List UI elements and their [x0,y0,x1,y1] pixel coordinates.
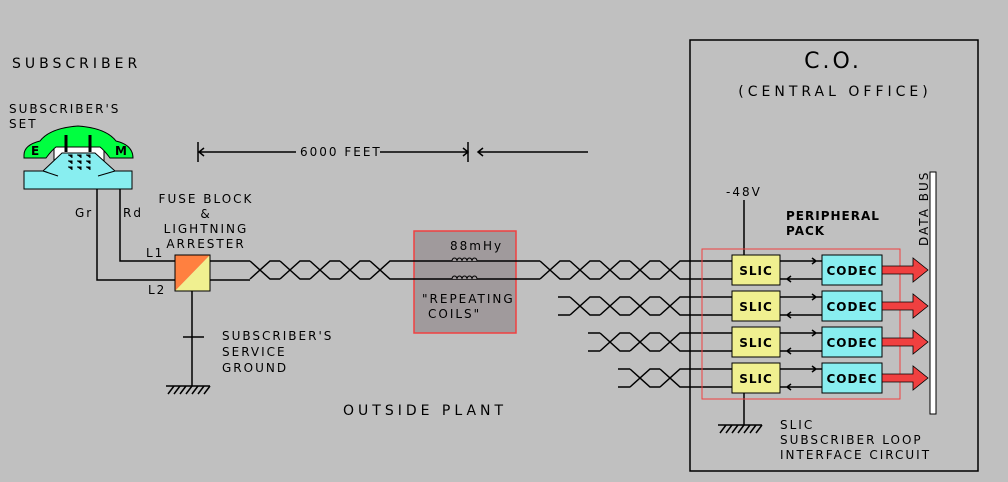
co-ground-symbol [719,424,763,434]
twisted-pairs [210,257,732,388]
data-bus-label: DATA BUS [917,171,931,246]
codec-box [821,254,883,286]
codec-box [821,362,883,394]
coil-label-2: COILS" [428,307,481,321]
repeating-coil-box [413,230,517,334]
slic-box [731,326,781,358]
ground-label-line: SUBSCRIBER'S [222,329,333,343]
legend-line-3: INTERFACE CIRCUIT [780,448,931,462]
codec-label: CODEC [827,264,878,278]
coil-value: 88mHy [450,239,503,253]
legend-line-1: SLIC [780,418,814,432]
co-title: C.O. [804,49,862,74]
subscriber-set-label-1: SUBSCRIBER'S [9,102,120,116]
slic-box [731,290,781,322]
coil-icon [451,257,478,262]
coil-label-1: "REPEATING [422,292,515,306]
data-arrow-icon [881,257,929,283]
subscriber-set-label-2: SET [9,117,38,131]
slic-box [731,254,781,286]
fuse-block [174,254,211,292]
fuse-label-line: & [200,207,211,221]
fuse-label-line: ARRESTER [166,237,245,251]
codec-label: CODEC [827,372,878,386]
channel: SLIC CODEC [731,290,929,322]
channel: SLIC CODEC [731,362,929,394]
fuse-label-line: LIGHTNING [164,222,249,236]
codec-label: CODEC [827,336,878,350]
co-subtitle: (CENTRAL OFFICE) [738,84,931,100]
slic-label: SLIC [739,300,773,314]
fuse-block-label: FUSE BLOCK & LIGHTNING ARRESTER [159,192,254,251]
slic-label: SLIC [739,336,773,350]
distance-label: 6000 FEET [300,145,382,159]
pack-label-1: PERIPHERAL [786,209,880,223]
slic-label: SLIC [739,372,773,386]
data-arrow-icon [881,293,929,319]
wire-rd-label: Rd [123,206,143,220]
codec-box [821,290,883,322]
peripheral-pack [701,248,901,400]
outside-plant-title: OUTSIDE PLANT [343,403,507,419]
drop-wires [96,189,175,281]
fuse-label-line: FUSE BLOCK [159,192,254,206]
phone-letter-e: E [31,144,40,158]
subscriber-ground-symbol [166,291,211,395]
ground-label-line: SERVICE [222,345,287,359]
phone-letter-m: M [115,144,128,158]
voltage-label: -48V [726,185,762,199]
data-bus [929,171,937,415]
l1-label: L1 [146,246,164,260]
signal-arrows [780,365,822,391]
channel: SLIC CODEC [731,326,929,358]
wire-gr-label: Gr [75,206,93,220]
legend-line-2: SUBSCRIBER LOOP [780,433,923,447]
codec-label: CODEC [827,300,878,314]
slic-box [731,362,781,394]
pack-label-2: PACK [786,224,825,238]
telephone-icon: E M [23,125,134,190]
distance-marker: 6000 FEET [197,142,588,162]
data-arrow-icon [881,329,929,355]
signal-arrows [780,329,822,355]
signal-arrows [780,257,822,283]
coil-icon [451,275,478,280]
signal-arrows [780,293,822,319]
data-arrow-icon [881,365,929,391]
wire-pairs [210,260,732,388]
ground-label-line: GROUND [222,361,288,375]
l2-label: L2 [148,283,166,297]
central-office-box [689,39,979,472]
channel: SLIC CODEC [731,254,929,286]
slic-label: SLIC [739,264,773,278]
subscriber-title: SUBSCRIBER [12,56,141,72]
subscriber-ground-label: SUBSCRIBER'S SERVICE GROUND [222,329,333,375]
